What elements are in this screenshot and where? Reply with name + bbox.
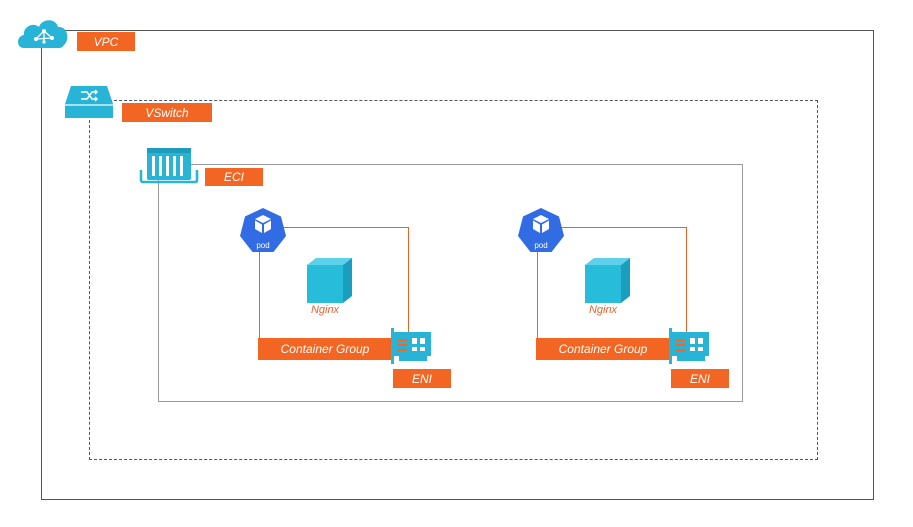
eni-label: ENI bbox=[671, 369, 729, 388]
eni-label: ENI bbox=[393, 369, 451, 388]
vswitch-boundary bbox=[89, 100, 818, 460]
network-card-icon bbox=[391, 328, 431, 364]
container-name: Nginx bbox=[588, 304, 618, 316]
kubernetes-pod-icon bbox=[240, 208, 286, 252]
network-card-icon bbox=[669, 328, 709, 364]
cube-icon bbox=[307, 258, 352, 303]
vswitch-label: VSwitch bbox=[122, 103, 212, 122]
kubernetes-pod-icon bbox=[518, 208, 564, 252]
container-group-label: Container Group bbox=[536, 338, 670, 360]
vpc-label: VPC bbox=[77, 32, 135, 51]
pod-icon-text: pod bbox=[256, 241, 270, 250]
vpc-boundary bbox=[41, 30, 874, 500]
eci-label: ECI bbox=[205, 168, 263, 186]
container-group-label: Container Group bbox=[258, 338, 392, 360]
container-instance-icon bbox=[139, 148, 199, 184]
cube-icon bbox=[585, 258, 630, 303]
cloud-icon bbox=[18, 20, 68, 48]
eci-boundary bbox=[158, 164, 743, 402]
pod-icon-text: pod bbox=[534, 241, 548, 250]
switch-icon bbox=[65, 86, 113, 118]
container-name: Nginx bbox=[310, 304, 340, 316]
